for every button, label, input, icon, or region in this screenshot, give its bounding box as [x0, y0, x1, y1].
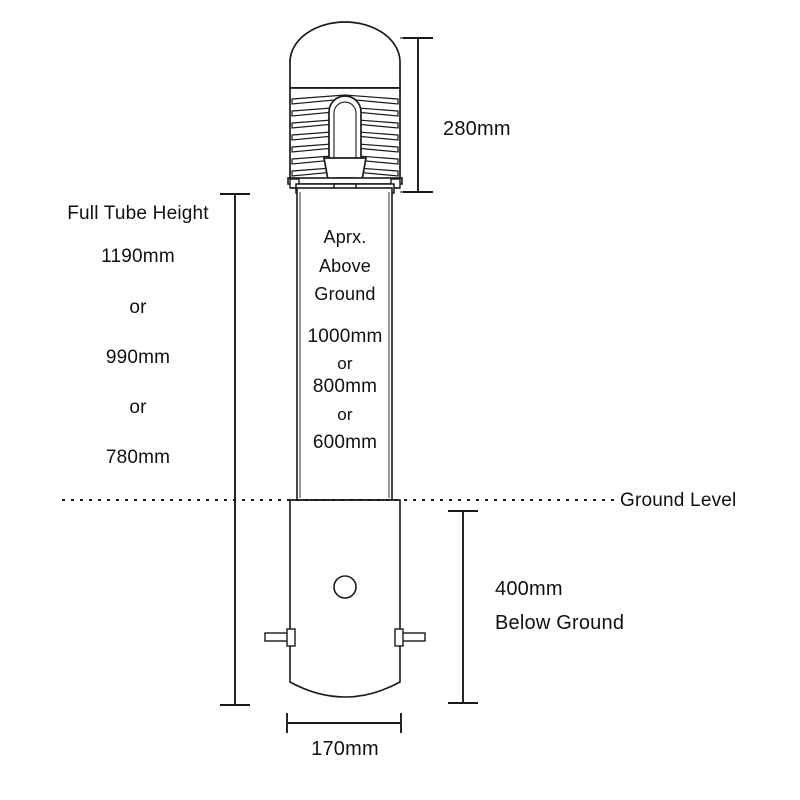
label-column-aprx: Aprx.: [323, 227, 367, 247]
dimension-line-full-tube-height: [220, 193, 250, 706]
label-full-tube-option-1190: 1190mm: [101, 246, 175, 267]
label-column-or-1: or: [337, 354, 353, 373]
label-full-tube-height: Full Tube Height: [67, 203, 209, 224]
label-full-tube-or-2: or: [129, 397, 147, 418]
label-below-ground-text: Below Ground: [495, 612, 625, 634]
label-full-tube-or-1: or: [129, 297, 147, 318]
dimension-line-below-ground: [448, 510, 478, 704]
label-below-ground-value: 400mm: [495, 578, 563, 600]
label-full-tube-option-990: 990mm: [105, 347, 171, 368]
label-column-option-1000: 1000mm: [307, 326, 383, 347]
label-column-option-600: 600mm: [312, 432, 378, 453]
lamp: [328, 95, 362, 161]
label-column-above: Above: [318, 256, 372, 276]
label-column-option-800: 800mm: [312, 376, 378, 397]
label-tube-diameter: 170mm: [311, 738, 379, 760]
drain-hole: [333, 575, 357, 599]
dimension-line-diameter: [286, 713, 402, 733]
anchor-bar-right: [394, 628, 426, 647]
above-ground-tube: [296, 187, 393, 501]
label-column-or-2: or: [337, 405, 353, 424]
label-full-tube-option-780: 780mm: [105, 447, 171, 468]
anchor-bar-left: [264, 628, 296, 647]
label-ground-level: Ground Level: [620, 490, 737, 511]
label-head-height: 280mm: [443, 118, 511, 140]
dimension-line-head-height: [400, 37, 433, 193]
label-column-ground: Ground: [314, 284, 376, 304]
dome-cap: [289, 21, 401, 89]
